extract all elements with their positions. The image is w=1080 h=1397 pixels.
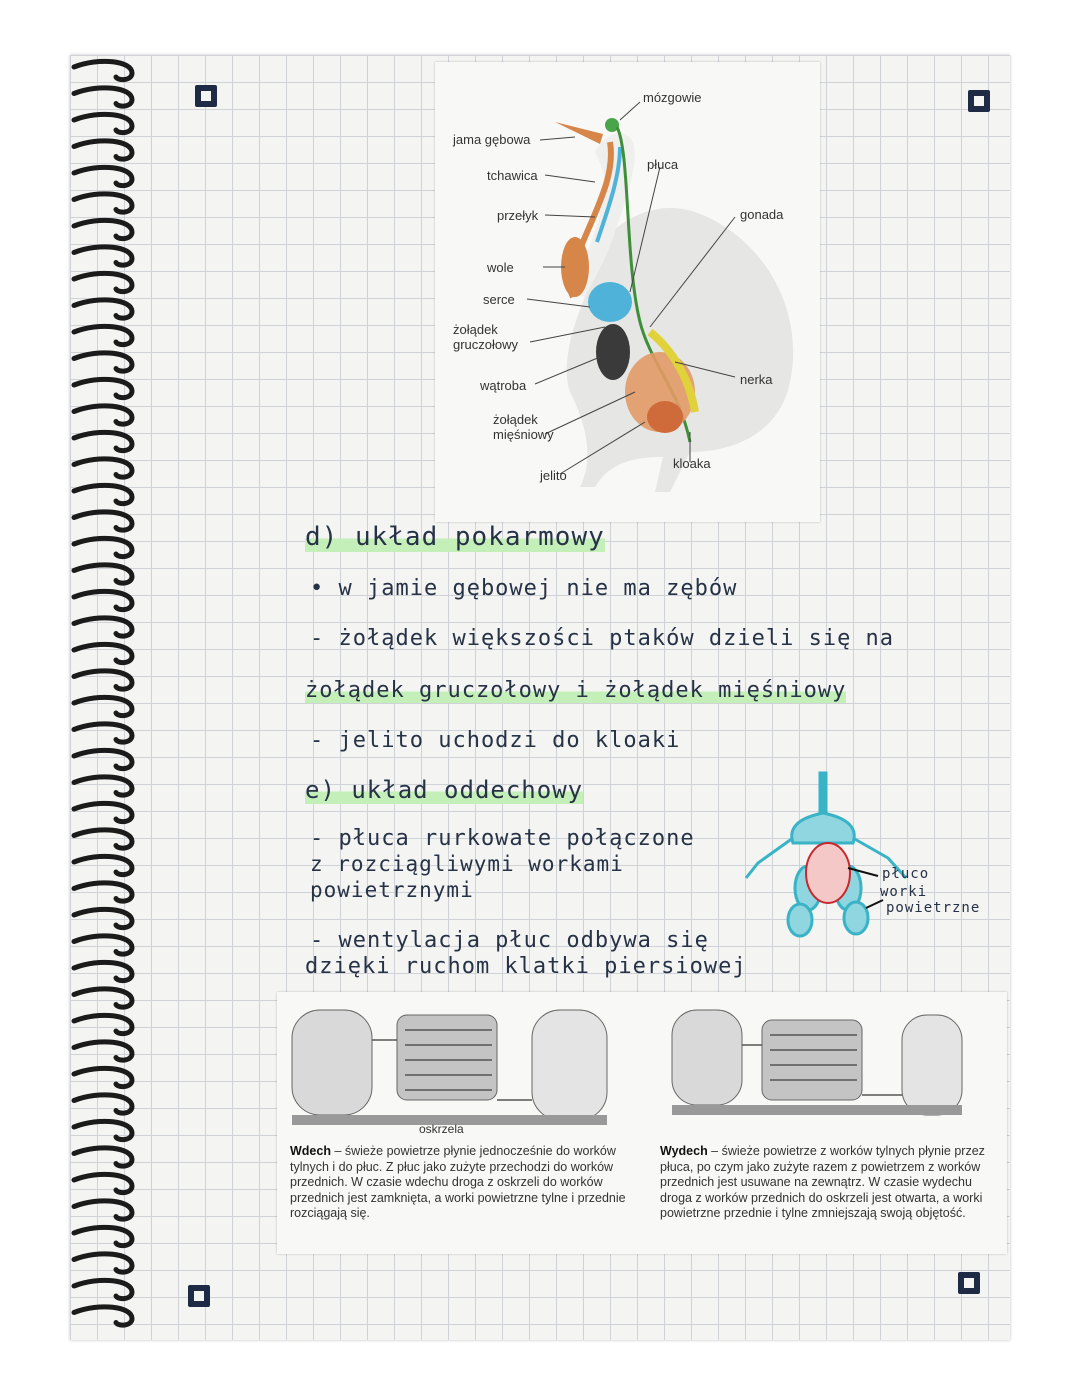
- spiral-ring: [71, 1224, 135, 1249]
- sketch-label-pluco: płuco: [882, 866, 930, 882]
- spiral-ring: [71, 1118, 135, 1143]
- spiral-ring: [71, 482, 135, 507]
- spiral-ring: [71, 58, 135, 83]
- label-tchawica: tchawica: [487, 168, 538, 183]
- corner-marker-top-left: [195, 85, 217, 107]
- note-intestine-cloaca: - jelito uchodzi do kloaki: [310, 728, 681, 753]
- inhale-caption: Wdech – świeże powietrze płynie jednocze…: [290, 1144, 626, 1220]
- corner-marker-bottom-left: [188, 1285, 210, 1307]
- spiral-ring: [71, 376, 135, 401]
- note-ventilation-2: dzięki ruchom klatki piersiowej: [305, 954, 747, 979]
- label-zoladek-gruczolowy: żołądek gruczołowy: [453, 322, 519, 352]
- spiral-ring: [71, 1277, 135, 1302]
- spiral-ring: [71, 774, 135, 798]
- spiral-ring: [71, 1012, 135, 1037]
- spiral-ring: [71, 1304, 135, 1328]
- spiral-ring: [71, 959, 135, 984]
- spiral-ring: [71, 880, 135, 904]
- spiral-ring: [71, 853, 135, 878]
- spiral-ring: [71, 509, 135, 533]
- spiral-ring: [71, 1198, 135, 1222]
- spiral-ring: [71, 323, 135, 348]
- spiral-ring: [71, 138, 135, 162]
- spiral-ring: [71, 800, 135, 825]
- spiral-ring: [71, 615, 135, 639]
- spiral-ring: [71, 164, 135, 189]
- spiral-ring: [71, 1251, 135, 1275]
- label-jama-gebowa: jama gębowa: [453, 132, 531, 147]
- spiral-ring: [71, 906, 135, 931]
- corner-marker-bottom-right: [958, 1272, 980, 1294]
- spiral-ring: [71, 1171, 135, 1196]
- label-nerka: nerka: [740, 372, 773, 387]
- spiral-ring: [71, 1039, 135, 1063]
- note-lungs-2: z rozciągliwymi workami: [310, 852, 624, 876]
- note-stomach-divides: - żołądek większości ptaków dzieli się n…: [310, 626, 895, 651]
- label-gonada: gonada: [740, 207, 784, 222]
- note-ventilation-1: - wentylacja płuc odbywa się: [310, 928, 709, 953]
- inhale-diagram: [291, 1009, 608, 1125]
- corner-marker-top-right: [968, 90, 990, 112]
- spiral-ring: [71, 1092, 135, 1116]
- note-stomach-types: żołądek gruczołowy i żołądek mięśniowy: [305, 678, 847, 703]
- spiral-ring: [71, 270, 135, 295]
- sketch-label-powietrzne: powietrzne: [886, 900, 981, 916]
- spiral-ring: [71, 641, 135, 666]
- spiral-ring: [71, 191, 135, 215]
- spiral-ring: [71, 986, 135, 1010]
- spiral-ring: [71, 297, 135, 321]
- heading-digestive-system: d) układ pokarmowy: [305, 522, 605, 552]
- spiral-ring: [71, 588, 135, 613]
- note-no-teeth: • w jamie gębowej nie ma zębów: [310, 576, 738, 601]
- label-mozgowie: mózgowie: [643, 90, 702, 105]
- spiral-ring: [71, 217, 135, 242]
- note-lungs-1: - płuca rurkowate połączone: [310, 826, 695, 851]
- digestive-diagram-card: mózgowie jama gębowa płuca tchawica gona…: [435, 62, 820, 522]
- spiral-binding: [71, 58, 135, 1328]
- label-watroba: wątroba: [480, 378, 527, 393]
- bird-anatomy-illustration: [526, 101, 794, 492]
- spiral-ring: [71, 694, 135, 719]
- note-lungs-3: powietrznymi: [310, 878, 474, 902]
- spiral-ring: [71, 933, 135, 957]
- spiral-ring: [71, 1065, 135, 1090]
- heading-respiratory-system: e) układ oddechowy: [305, 776, 584, 804]
- exhale-diagram: [671, 1009, 963, 1116]
- spiral-ring: [71, 456, 135, 480]
- label-jelito: jelito: [540, 468, 567, 483]
- label-oskrzela: oskrzela: [419, 1122, 464, 1136]
- label-pluca: płuca: [647, 157, 679, 172]
- label-przelyk: przełyk: [497, 208, 539, 223]
- spiral-ring: [71, 668, 135, 692]
- label-serce: serce: [483, 292, 515, 307]
- label-zoladek-miesniowy: żołądek mięśniowy: [493, 412, 554, 442]
- spiral-ring: [71, 562, 135, 586]
- spiral-ring: [71, 429, 135, 454]
- spiral-ring: [71, 403, 135, 427]
- spiral-ring: [71, 85, 135, 109]
- label-wole: wole: [487, 260, 514, 275]
- respiratory-sketch: [744, 771, 908, 938]
- spiral-ring: [71, 747, 135, 772]
- spiral-ring: [71, 350, 135, 374]
- exhale-caption: Wydech – świeże powietrze z worków tylny…: [660, 1144, 985, 1220]
- spiral-ring: [71, 1145, 135, 1169]
- spiral-ring: [71, 827, 135, 851]
- spiral-ring: [71, 244, 135, 268]
- spiral-ring: [71, 535, 135, 560]
- respiration-diagrams-card: oskrzela Wdech – świeże powietrze płynie…: [277, 992, 1007, 1254]
- sketch-label-worki: worki: [880, 884, 928, 900]
- spiral-ring: [71, 111, 135, 136]
- label-kloaka: kloaka: [673, 456, 711, 471]
- spiral-ring: [71, 721, 135, 745]
